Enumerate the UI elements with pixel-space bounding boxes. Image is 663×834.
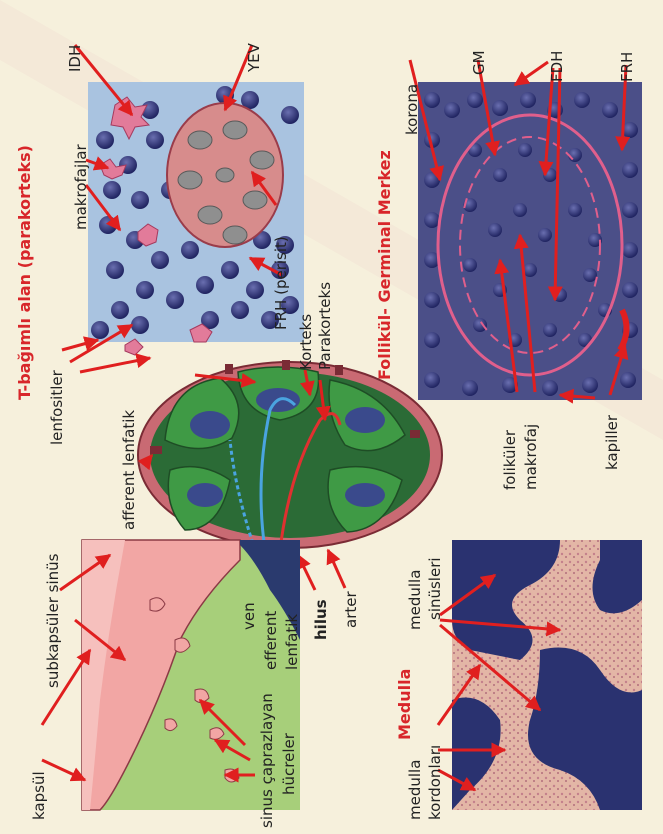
label-subkapsuler: subkapsüler sinüs bbox=[44, 553, 62, 688]
label-hilus: hilus bbox=[312, 599, 330, 640]
label-medulla-kordonlari-1: medulla bbox=[406, 760, 424, 820]
label-folikuler: foliküler bbox=[501, 429, 519, 490]
label-makrofaj: makrofaj bbox=[522, 424, 540, 490]
label-korona: korona bbox=[403, 84, 421, 135]
label-ven: ven bbox=[240, 602, 258, 630]
title-follicle: Follikül- Germinal Merkez bbox=[375, 150, 394, 380]
label-kapsul: kapsül bbox=[30, 771, 48, 820]
label-korteks: Korteks bbox=[297, 314, 315, 370]
label-medulla-sinusleri-2: sinüsleri bbox=[426, 557, 444, 620]
label-kapiller: kapiller bbox=[603, 414, 621, 470]
medulla-panel bbox=[452, 540, 642, 810]
yev-vessel bbox=[167, 103, 283, 247]
label-frh: FRH bbox=[618, 52, 636, 82]
label-sinus-capraz: sinus çaprazlayan bbox=[258, 693, 276, 828]
label-arter: arter bbox=[342, 591, 360, 628]
title-medulla: Medulla bbox=[395, 669, 414, 740]
lymph-node-diagram bbox=[138, 360, 442, 550]
label-hucreler: hücreler bbox=[280, 732, 298, 795]
label-medulla-sinusleri-1: medulla bbox=[406, 570, 424, 630]
label-lenfositler: lenfositler bbox=[48, 369, 66, 445]
title-t-zone: T-bağımlı alan (parakorteks) bbox=[15, 145, 34, 400]
label-efferent: efferent bbox=[262, 611, 280, 670]
label-medulla-kordonlari-2: kordonları bbox=[426, 745, 444, 820]
label-yev: YEV bbox=[245, 42, 263, 73]
label-frh-perisit: FRH (perisit) bbox=[272, 236, 290, 330]
label-fdh: FDH bbox=[548, 51, 566, 82]
label-afferent: afferent lenfatik bbox=[120, 410, 138, 530]
label-idh: IDH bbox=[66, 45, 84, 72]
label-makrofajlar: makrofajlar bbox=[72, 143, 90, 230]
label-gm: GM bbox=[470, 50, 488, 75]
label-lenfatik: lenfatik bbox=[283, 614, 301, 670]
label-parakorteks: Parakorteks bbox=[316, 282, 334, 370]
